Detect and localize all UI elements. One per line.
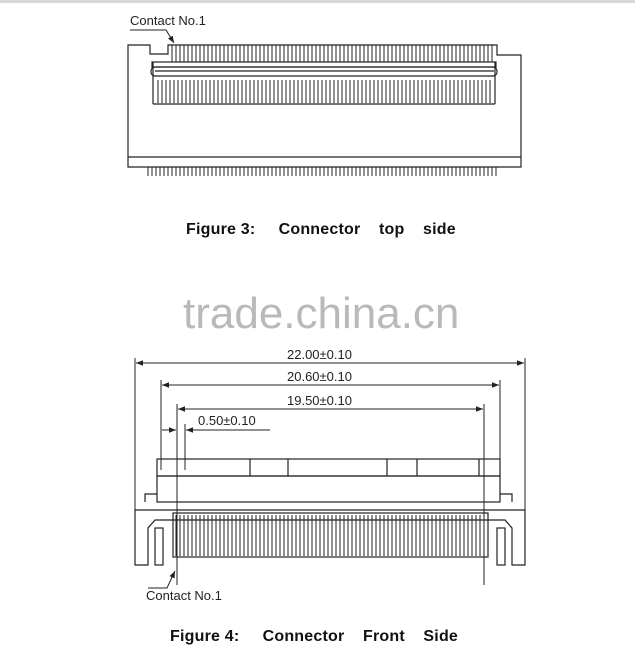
fig4-left-latch [144, 493, 157, 502]
dim-label-206: 20.60±0.10 [287, 369, 352, 384]
watermark: trade.china.cn [183, 289, 459, 338]
figure4-dimension-lines [134, 358, 526, 585]
dim-label-195: 19.50±0.10 [287, 393, 352, 408]
figure4-caption: Figure 4: Connector Front Side [170, 628, 459, 645]
fig4-left-post [154, 527, 164, 566]
fig3-callout: Contact No.1 [130, 13, 206, 44]
fig4-base-body [134, 509, 526, 566]
fig4-contact-pins [175, 515, 485, 556]
top-border [0, 0, 635, 3]
fig4-right-latch [500, 493, 513, 502]
figure4-connector-front-view [134, 458, 526, 566]
fig3-callout-leader [130, 29, 175, 44]
fig3-top-rail [151, 61, 497, 68]
fig4-callout: Contact No.1 [146, 570, 222, 603]
figure3-connector-top-view [127, 44, 522, 176]
fig3-bottom-contact-pins [147, 167, 497, 176]
fig3-inner-contact-pins [157, 80, 491, 103]
fig4-callout-leader [148, 570, 176, 589]
figure4-dimension-labels: 22.00±0.10 20.60±0.10 19.50±0.10 0.50±0.… [198, 347, 352, 428]
fig3-top-contact-pins [171, 45, 493, 62]
fig4-pin-block [172, 512, 489, 558]
fig3-mid-rail [150, 66, 498, 77]
dim-label-05: 0.50±0.10 [198, 413, 256, 428]
figure3-caption: Figure 3: Connector top side [186, 221, 456, 238]
fig3-outer-body [127, 44, 522, 168]
fig4-callout-label: Contact No.1 [146, 588, 222, 603]
dim-label-22: 22.00±0.10 [287, 347, 352, 362]
fig3-callout-label: Contact No.1 [130, 13, 206, 28]
fig4-right-post [496, 527, 506, 566]
fig4-upper-housing [156, 458, 501, 477]
fig4-housing-step [156, 475, 501, 503]
